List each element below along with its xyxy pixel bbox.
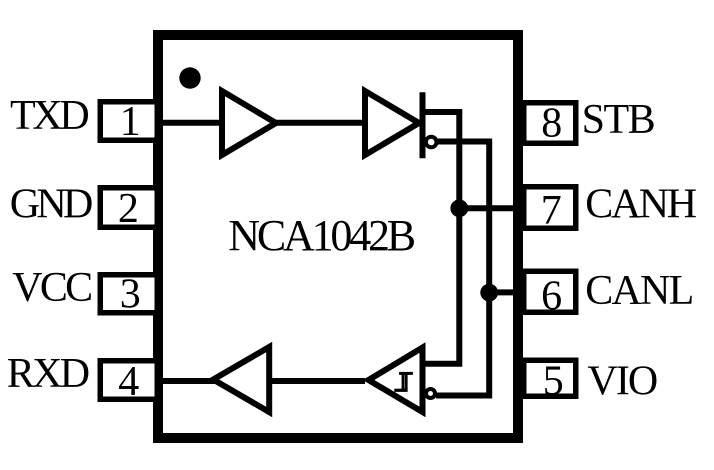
svg-text:8: 8	[541, 101, 562, 147]
svg-text:1: 1	[120, 99, 141, 145]
svg-text:7: 7	[541, 188, 562, 234]
svg-text:STB: STB	[582, 97, 655, 143]
svg-text:5: 5	[543, 359, 564, 405]
svg-text:RXD: RXD	[7, 351, 89, 397]
svg-text:CANL: CANL	[585, 268, 692, 314]
svg-text:2: 2	[118, 186, 139, 232]
svg-text:4: 4	[118, 359, 139, 405]
svg-text:3: 3	[120, 272, 141, 318]
svg-text:TXD: TXD	[10, 93, 88, 139]
svg-text:6: 6	[541, 274, 562, 320]
svg-text:GND: GND	[10, 181, 92, 227]
svg-text:VCC: VCC	[12, 265, 91, 311]
svg-text:VIO: VIO	[587, 359, 657, 405]
svg-text:CANH: CANH	[585, 181, 697, 227]
svg-text:NCA1042B: NCA1042B	[228, 211, 414, 260]
